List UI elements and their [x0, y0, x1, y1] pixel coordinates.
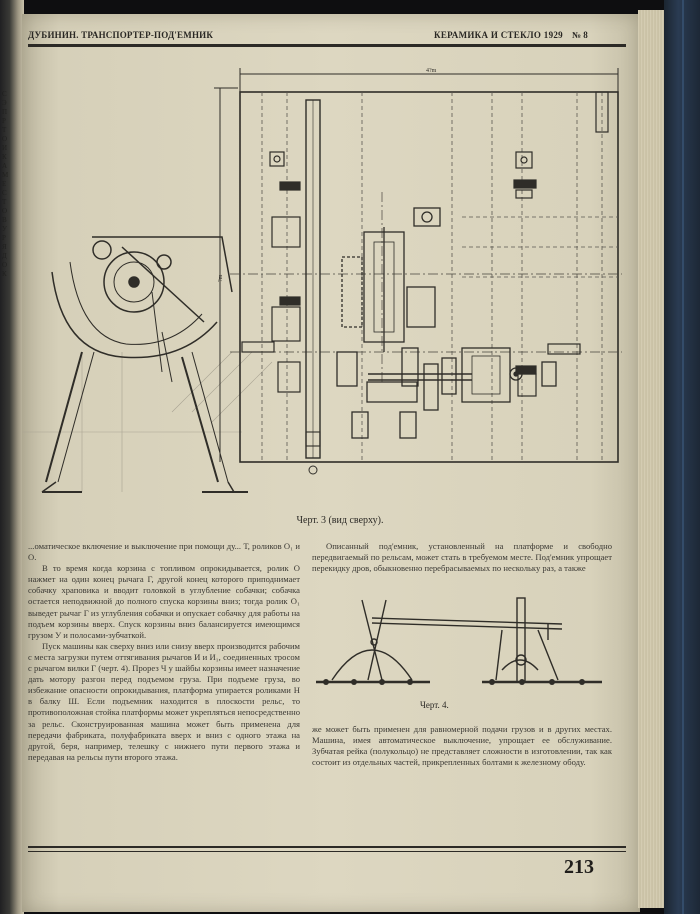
page-stack-edge — [638, 10, 664, 908]
issue-number: № 8 — [572, 30, 588, 40]
footer-rule-thin — [28, 851, 626, 852]
gearbox-assembly — [336, 207, 557, 439]
header-rule — [28, 44, 626, 47]
text-column-right-top: Описанный под'емник, установленный на пл… — [312, 541, 612, 574]
dashed-beams — [261, 92, 618, 462]
spine-thread — [682, 0, 684, 914]
technical-drawing-side-view — [316, 597, 602, 685]
running-head-journal: КЕРАМИКА И СТЕКЛО 1929 — [434, 30, 563, 40]
center-lines — [230, 192, 622, 382]
paragraph: Пуск машины как сверху вниз или снизу вв… — [28, 640, 300, 762]
page-number: 213 — [564, 856, 594, 878]
right-brackets — [513, 91, 609, 397]
running-head-left: ДУБИНИН. ТРАНСПОРТЕР-ПОД'ЕМНИК — [28, 30, 214, 40]
paragraph: ...оматическое включение и выключение пр… — [28, 541, 300, 563]
technical-drawing-top-view: 4?m ?m — [22, 68, 622, 493]
book-left-edge — [0, 0, 24, 914]
paragraph: В то время когда корзина с топливом опро… — [28, 563, 300, 640]
background-grid — [22, 351, 273, 492]
height-dimension-label: ?m — [218, 274, 224, 282]
text-column-left: ...оматическое включение и выключение пр… — [28, 541, 300, 803]
width-dimension-label: 4?m — [426, 68, 437, 74]
facing-page-text: С Э П Р Т О И К А М Е С Т О В У Р Я Д О … — [2, 90, 9, 278]
text-column-right-bottom: же может быть применен для равномерной п… — [312, 724, 612, 768]
figure-caption-main: Черт. 3 (вид сверху). — [296, 515, 384, 526]
figure-caption-small: Черт. 4. — [420, 700, 449, 710]
side-elevation-drawing — [41, 236, 248, 493]
footer-rule — [28, 846, 626, 848]
left-brackets — [241, 151, 301, 393]
book-page — [22, 14, 640, 912]
